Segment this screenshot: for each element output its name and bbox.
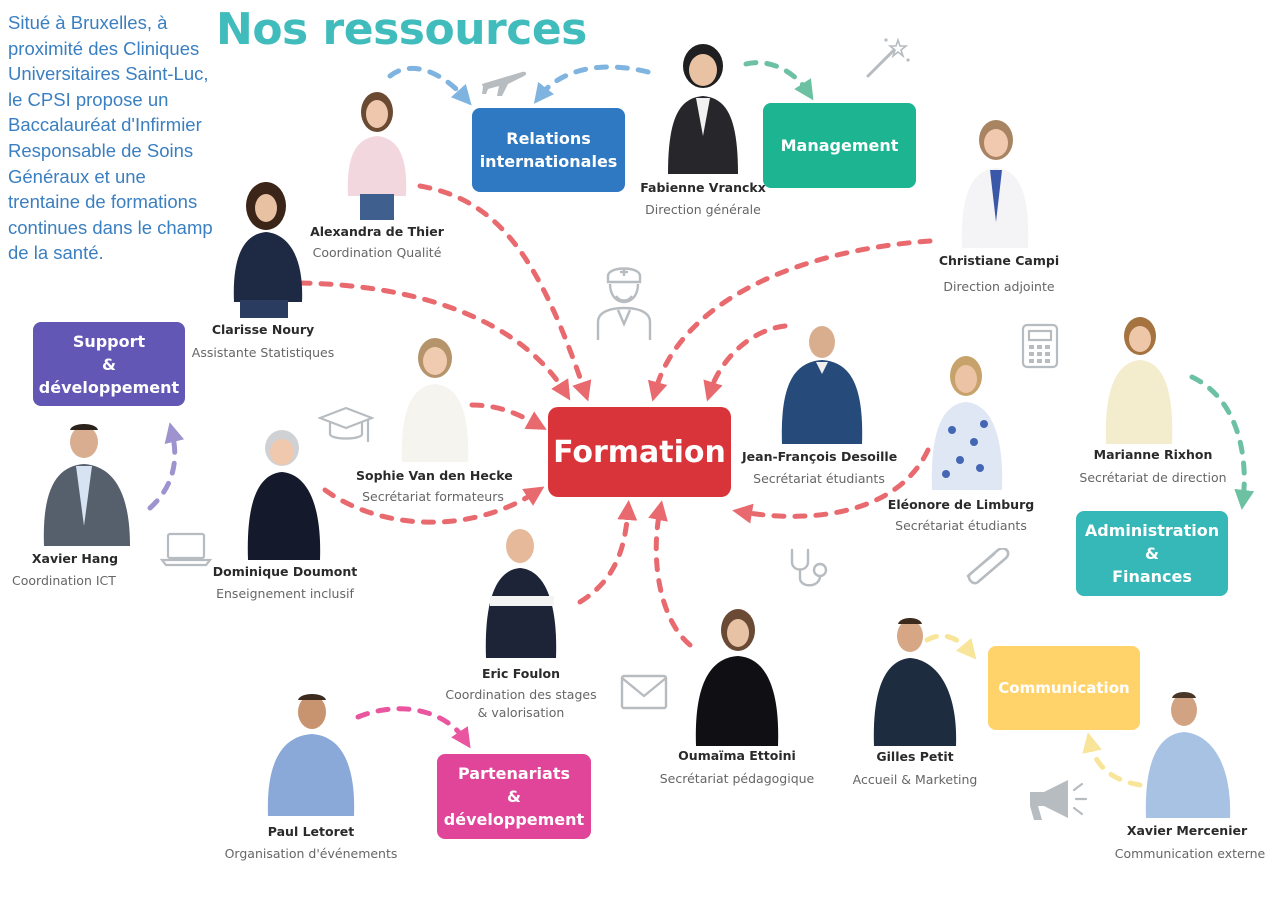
person-role: Secrétariat formateurs [362,489,504,504]
person-name: Fabienne Vranckx [640,180,766,195]
arrow-to-management [743,60,814,101]
airplane-icon [482,71,527,96]
person-role: Coordination des stages & valorisation [445,687,597,720]
management-box: Management [763,103,916,188]
megaphone-icon [1030,780,1088,820]
page-title: Nos ressources [216,4,587,55]
portrait-photo [43,424,130,546]
laptop-icon [160,532,212,567]
arrow-eric-formation [577,500,638,605]
portrait-photo [695,609,779,746]
person-role: Enseignement inclusif [216,586,354,601]
person-name: Eric Foulon [481,666,561,681]
person-role: Coordination ICT [12,573,116,588]
support-developpement-box: Support & développement [33,322,185,406]
person-role: Organisation d'événements [224,846,398,861]
person-name: Sophie Van den Hecke [356,468,513,483]
portrait-photo [267,694,355,816]
envelope-icon [620,674,668,710]
person-name: Paul Letoret [267,824,355,839]
portrait-photo [233,182,303,318]
person-name: Marianne Rixhon [1093,447,1213,462]
arrow-christiane-formation [647,238,933,402]
stethoscope-icon [790,548,828,587]
arrow-to-communication-bottom [1082,732,1143,788]
portrait-photo [485,529,557,658]
nurse-icon [596,267,652,340]
person-name: Gilles Petit [876,749,954,764]
portrait-photo [931,356,1003,490]
person-name: Jean-François Desoille [742,449,898,464]
portrait-photo [247,430,321,560]
graduation-cap-icon [318,406,374,442]
portrait-photo [1105,317,1173,444]
magic-wand-icon [866,37,910,78]
arrow-to-relations-left [387,65,472,106]
person-role: Assistante Statistiques [191,345,335,360]
administration-finances-box: Administration & Finances [1076,511,1228,596]
calculator-icon [1021,323,1059,369]
person-role: Secrétariat étudiants [753,471,885,486]
partenariats-developpement-box: Partenariats & développement [437,754,591,839]
arrow-to-relations-right [533,64,651,104]
arrow-oumaima-formation [648,500,693,648]
arrow-clarisse-formation [297,280,571,401]
arrow-to-support [147,422,185,511]
person-role: Secrétariat étudiants [895,518,1027,533]
person-name: Alexandra de Thier [310,224,444,239]
portrait-photo [781,326,863,444]
arrow-jf-formation [703,323,788,402]
person-role: Direction adjointe [943,279,1055,294]
person-role: Communication externe [1114,846,1266,861]
formation-box: Formation [548,407,731,497]
portrait-photo [347,92,407,220]
person-role: Secrétariat pédagogique [659,771,815,786]
communication-box: Communication [988,646,1140,730]
arrow-eleonore-formation [732,447,931,524]
person-name: Clarisse Noury [211,322,315,337]
person-role: Accueil & Marketing [852,772,978,787]
person-role: Direction générale [645,202,761,217]
portrait-photo [873,618,957,746]
person-name: Xavier Mercenier [1126,823,1248,838]
person-name: Christiane Campi [938,253,1060,268]
arrow-to-admin [1189,374,1255,510]
portrait-photo [401,338,469,462]
relations-internationales-box: Relations internationales [472,108,625,192]
person-role: Secrétariat de direction [1079,470,1227,485]
portrait-photo [668,44,738,174]
person-name: Oumaïma Ettoini [678,748,796,763]
arrow-to-communication-top [924,633,977,660]
paperclip-icon [966,548,1010,585]
person-role: Coordination Qualité [312,245,442,260]
arrow-sophie-formation [469,402,547,430]
person-name: Dominique Doumont [212,564,358,579]
arrow-alexandra-formation [417,183,592,402]
portrait-photo [961,120,1029,248]
arrow-to-partenariats [355,706,471,749]
person-name: Xavier Hang [31,551,119,566]
arrow-dominique-formation [322,486,545,525]
portrait-photo [1145,692,1231,818]
person-name: Eléonore de Limburg [887,497,1035,512]
intro-text: Situé à Bruxelles, à proximité des Clini… [8,12,213,264]
